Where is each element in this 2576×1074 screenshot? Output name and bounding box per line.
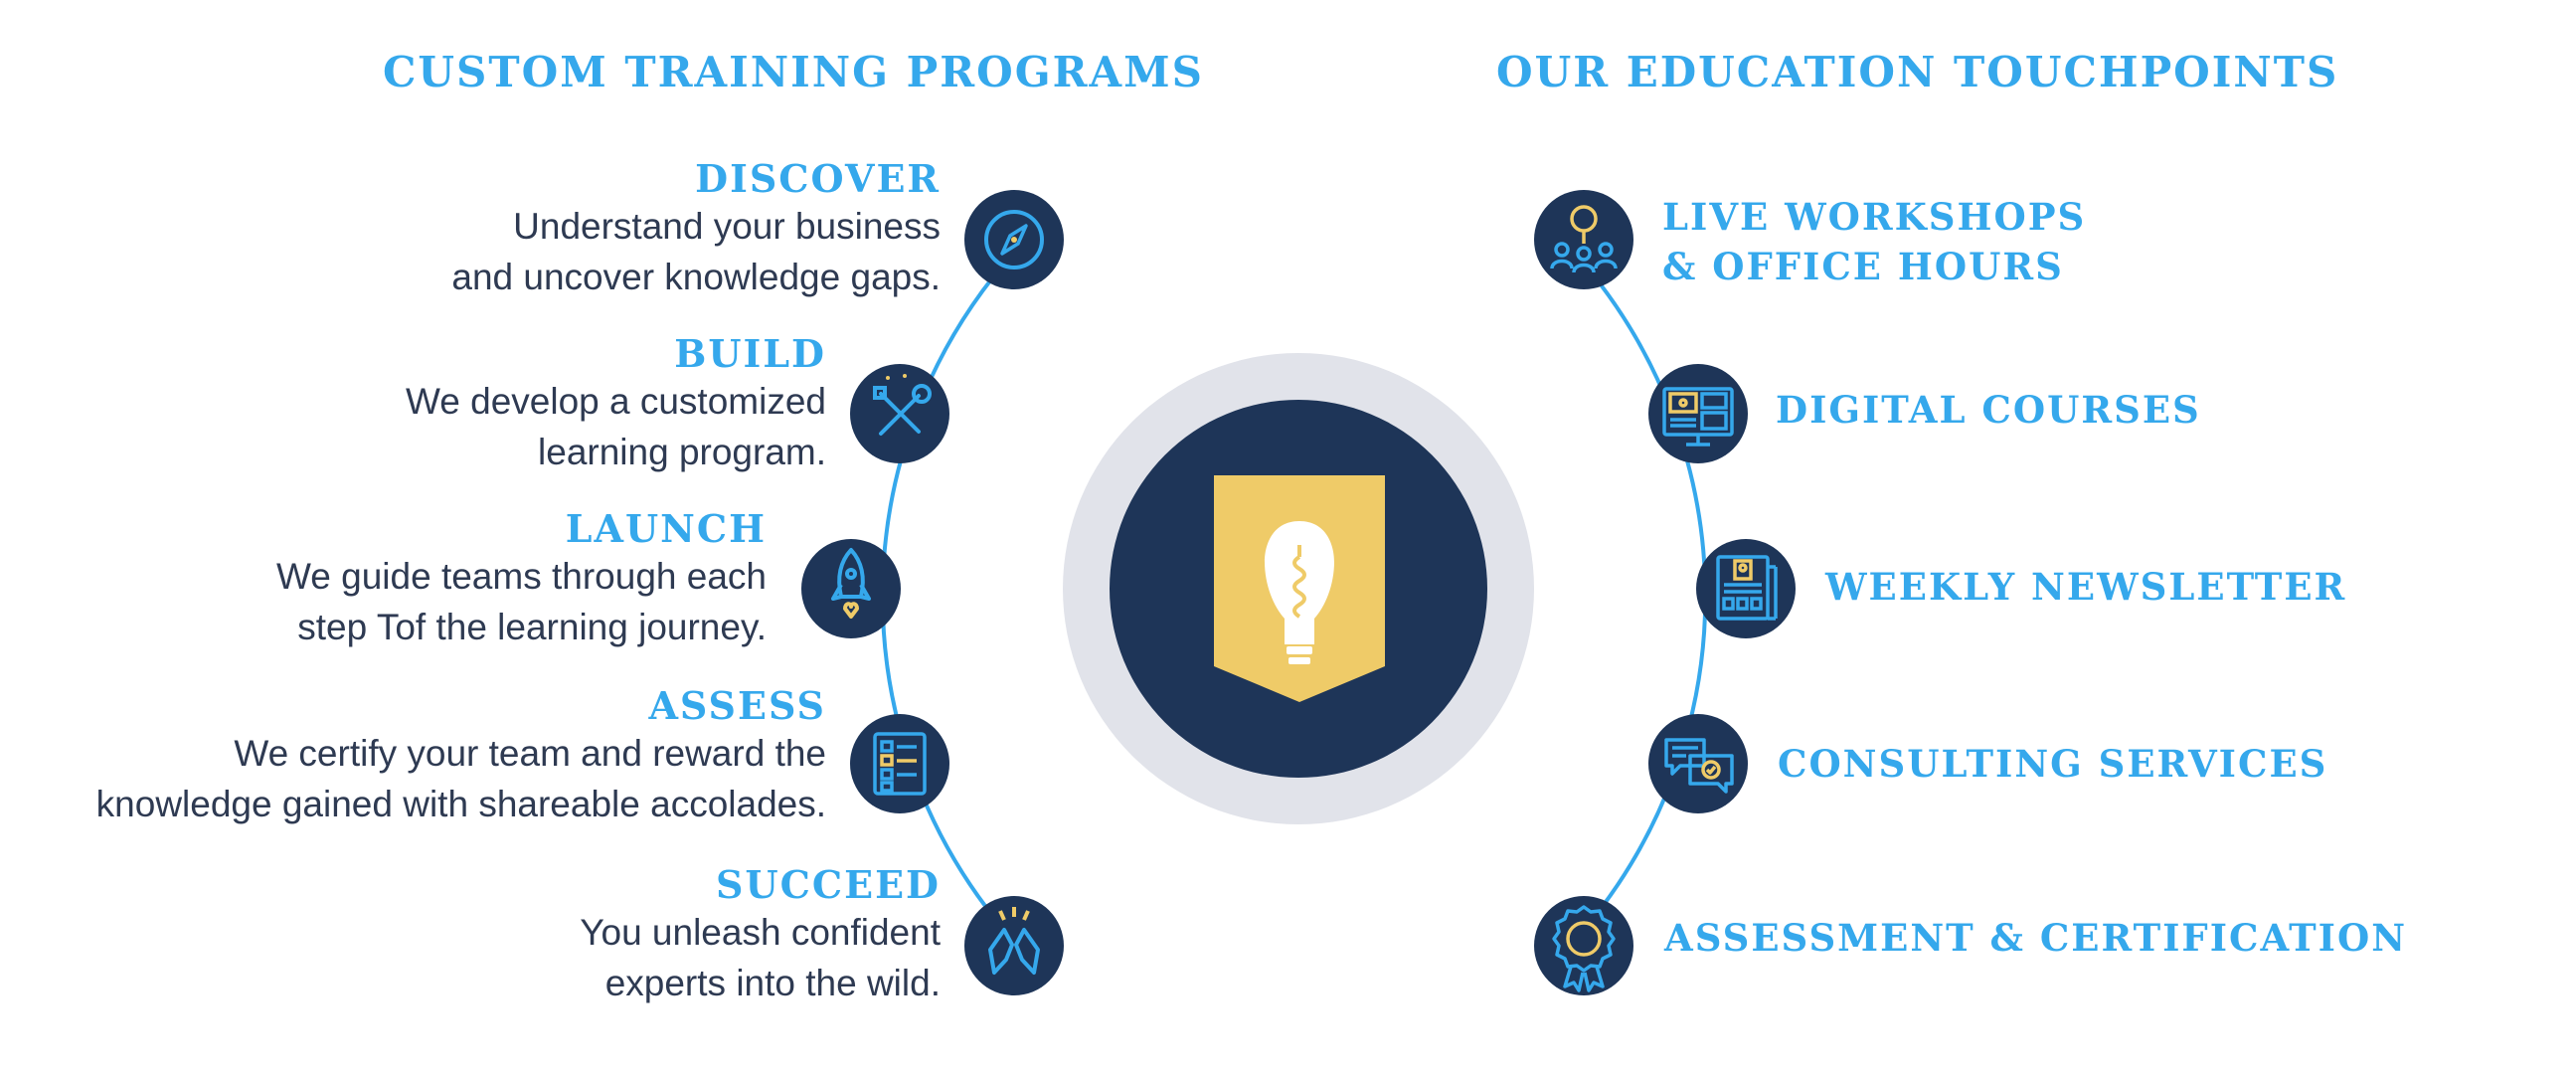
touchpoint-icon-certification [1534, 896, 1633, 995]
touchpoint-label-line: WEEKLY NEWSLETTER [1825, 565, 2347, 609]
step-desc-line: Understand your business [513, 206, 941, 247]
step-title: LAUNCH [565, 506, 767, 551]
step-icon-succeed [964, 896, 1064, 995]
touchpoint-icon-newsletter [1696, 539, 1796, 638]
step-desc-line: and uncover knowledge gaps. [451, 257, 941, 297]
touchpoint-icon-consulting [1648, 714, 1748, 813]
step-title: ASSESS [648, 683, 826, 728]
step-succeed: SUCCEED You unleash confident experts in… [580, 863, 941, 1008]
monitor-icon [1662, 387, 1734, 447]
step-desc-line: experts into the wild. [604, 963, 941, 1003]
step-desc-line: We guide teams through each [276, 556, 767, 597]
step-launch: LAUNCH We guide teams through each step … [276, 507, 767, 652]
touchpoint-workshops: LIVE WORKSHOPS & OFFICE HOURS [1662, 192, 2086, 291]
touchpoint-label-line: & OFFICE HOURS [1662, 245, 2064, 288]
newsletter-icon [1716, 555, 1778, 621]
center-emblem [1063, 353, 1534, 824]
touchpoint-icon-courses [1648, 364, 1748, 463]
touchpoint-courses: DIGITAL COURSES [1776, 385, 2201, 435]
checklist-icon [873, 732, 927, 796]
step-build: BUILD We develop a customized learning p… [406, 332, 826, 477]
rocket-icon [831, 548, 871, 619]
touchpoint-label-line: DIGITAL COURSES [1776, 388, 2201, 432]
step-icon-discover [964, 190, 1064, 289]
high-five-icon [988, 907, 1040, 975]
touchpoint-certification: ASSESSMENT & CERTIFICATION [1664, 913, 2407, 963]
step-icon-assess [850, 714, 949, 813]
left-connector-arc [880, 262, 1006, 932]
step-assess: ASSESS We certify your team and reward t… [96, 684, 826, 829]
workshop-icon [1550, 205, 1618, 273]
touchpoint-label-line: ASSESSMENT & CERTIFICATION [1664, 916, 2408, 960]
step-desc-line: knowledge gained with shareable accolade… [95, 784, 826, 824]
step-desc-line: We develop a customized [406, 381, 826, 422]
step-desc-line: learning program. [538, 432, 826, 472]
step-desc-line: You unleash confident [580, 912, 941, 953]
award-badge-icon [1552, 905, 1616, 992]
left-heading: CUSTOM TRAINING PROGRAMS [383, 48, 1204, 96]
compass-icon [984, 210, 1044, 269]
step-desc-line: step Tof the learning journey. [297, 607, 767, 647]
tools-icon [873, 374, 932, 436]
touchpoint-icon-workshops [1534, 190, 1633, 289]
touchpoint-newsletter: WEEKLY NEWSLETTER [1825, 562, 2346, 612]
chat-icon [1664, 738, 1734, 794]
step-desc-line: We certify your team and reward the [234, 733, 826, 774]
step-discover: DISCOVER Understand your business and un… [451, 157, 941, 302]
touchpoint-label-line: CONSULTING SERVICES [1778, 742, 2328, 786]
right-heading: OUR EDUCATION TOUCHPOINTS [1496, 48, 2339, 96]
step-title: SUCCEED [716, 862, 941, 907]
step-title: BUILD [674, 331, 826, 376]
step-icon-build [850, 364, 949, 463]
step-title: DISCOVER [695, 156, 941, 201]
touchpoint-label-line: LIVE WORKSHOPS [1662, 195, 2087, 239]
touchpoint-consulting: CONSULTING SERVICES [1778, 739, 2327, 789]
step-icon-launch [801, 539, 901, 638]
lightbulb-shield-icon [1214, 475, 1385, 702]
right-connector-arc [1582, 262, 1708, 932]
